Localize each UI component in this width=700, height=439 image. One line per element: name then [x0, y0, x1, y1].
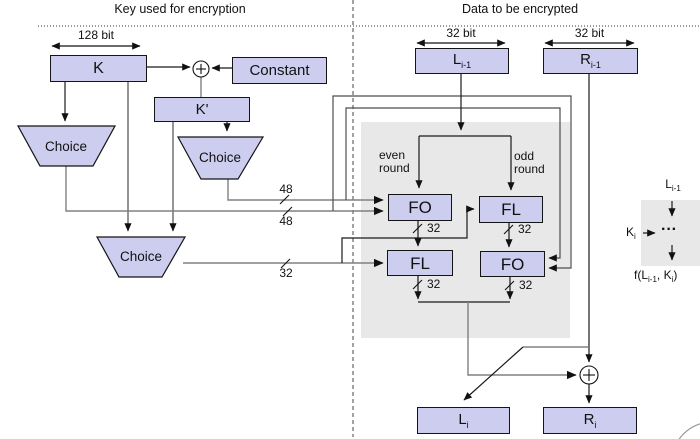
fo-bottom-box: FO: [480, 251, 545, 277]
fo-top-label: FO: [408, 198, 432, 217]
key-box-kprime: K': [154, 97, 250, 122]
mini-function-arrows: [643, 201, 676, 261]
header-key-section: Key used for encryption: [114, 2, 246, 16]
fo-top-box: FO: [388, 194, 452, 221]
choice1-trapezoid: [16, 125, 117, 167]
label-32bit-right: 32 bit: [574, 26, 605, 40]
choice3-label: Choice: [119, 249, 163, 264]
wire-48-wrap-outer-to-fo-bottom: [332, 95, 572, 272]
wire-48-wrap-inner-to-fo-bottom: [345, 107, 561, 262]
l-out-label: Li: [458, 410, 469, 430]
header-data-section: Data to be encrypted: [461, 2, 579, 16]
wire-choice1-48-to-fo-top: [65, 166, 384, 216]
choice2-label: Choice: [198, 150, 242, 165]
l-prev-label: Li-1: [452, 51, 472, 70]
slash-fo-top: [412, 223, 423, 234]
key-box-k: K: [50, 55, 147, 82]
wire-32-branch-to-fl-top: [341, 205, 475, 263]
fl-bottom-label: FL: [410, 253, 430, 273]
label-128bit: 128 bit: [77, 28, 115, 42]
r-out-label: Ri: [583, 410, 597, 430]
xor-icon-data: [579, 365, 599, 385]
slash-48-lower: [282, 206, 293, 217]
mini-input-label: Li-1: [665, 177, 681, 194]
label-32-fo-top: 32: [427, 221, 441, 235]
slash-fo-bottom: [504, 280, 515, 291]
mini-key-label: Ki: [626, 225, 636, 242]
choice2-trapezoid: [176, 136, 265, 180]
mini-dots: ···: [661, 221, 677, 238]
wire-rprev-to-li-diagonal: [463, 346, 524, 401]
label-48-lower: 48: [279, 214, 293, 228]
label-32bit-left: 32 bit: [446, 26, 476, 40]
bus-width-slashes: [279, 194, 515, 291]
fl-top-label: FL: [501, 200, 521, 219]
register-r-prev: Ri-1: [543, 48, 638, 74]
label-32-key: 32: [279, 266, 293, 280]
wire-bus-to-xor: [467, 302, 577, 380]
slash-fl-top: [503, 224, 514, 235]
corner-arc-decoration: [678, 423, 700, 439]
mini-output-label: f(Li-1, Ki): [634, 268, 678, 285]
choice1-label: Choice: [44, 139, 88, 154]
label-32-fl-top: 32: [518, 222, 532, 236]
constant-box: Constant: [232, 57, 327, 84]
slash-32-key: [280, 258, 291, 269]
key-box-kprime-label: K': [195, 101, 209, 118]
slash-48-upper: [279, 194, 290, 205]
register-l-out: Li: [417, 407, 510, 434]
xor-icon-key: [192, 60, 210, 78]
label-48-upper: 48: [279, 182, 293, 196]
key-box-k-label: K: [93, 59, 104, 77]
fo-bottom-label: FO: [500, 254, 525, 274]
fl-top-box: FL: [479, 196, 543, 223]
register-r-out: Ri: [543, 407, 637, 434]
label-32-fo-bottom: 32: [519, 278, 533, 292]
slash-fl-bottom: [412, 279, 423, 290]
wire-choice2-48-to-fo-top: [227, 179, 384, 205]
r-prev-label: Ri-1: [580, 51, 601, 70]
register-l-prev: Li-1: [415, 48, 509, 74]
choice3-trapezoid: [95, 236, 187, 278]
constant-label: Constant: [249, 62, 310, 79]
label-32-fl-bottom: 32: [427, 277, 441, 291]
fl-bottom-box: FL: [387, 250, 453, 276]
